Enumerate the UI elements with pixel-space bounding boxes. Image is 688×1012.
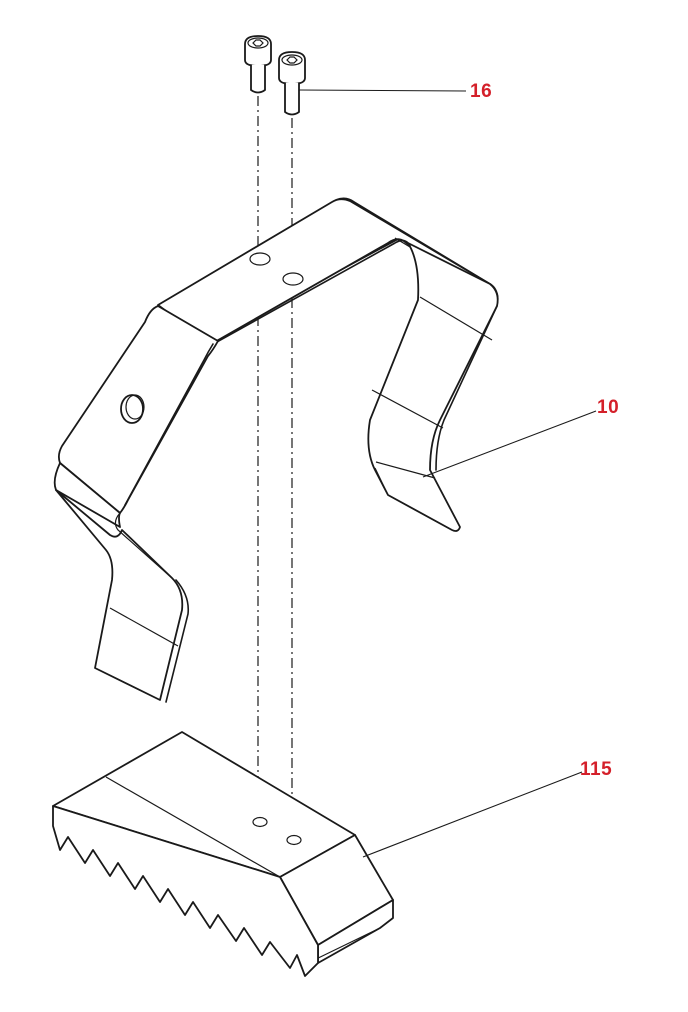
screw-left bbox=[244, 35, 272, 94]
screw-right bbox=[278, 51, 306, 116]
toothed-pad bbox=[52, 731, 394, 977]
leader-10 bbox=[422, 410, 597, 478]
callout-16: 16 bbox=[470, 81, 493, 102]
leader-16 bbox=[298, 89, 467, 92]
callout-115: 115 bbox=[580, 759, 613, 780]
callout-10: 10 bbox=[597, 397, 620, 418]
bracket bbox=[53, 197, 499, 703]
leader-115 bbox=[362, 771, 583, 858]
